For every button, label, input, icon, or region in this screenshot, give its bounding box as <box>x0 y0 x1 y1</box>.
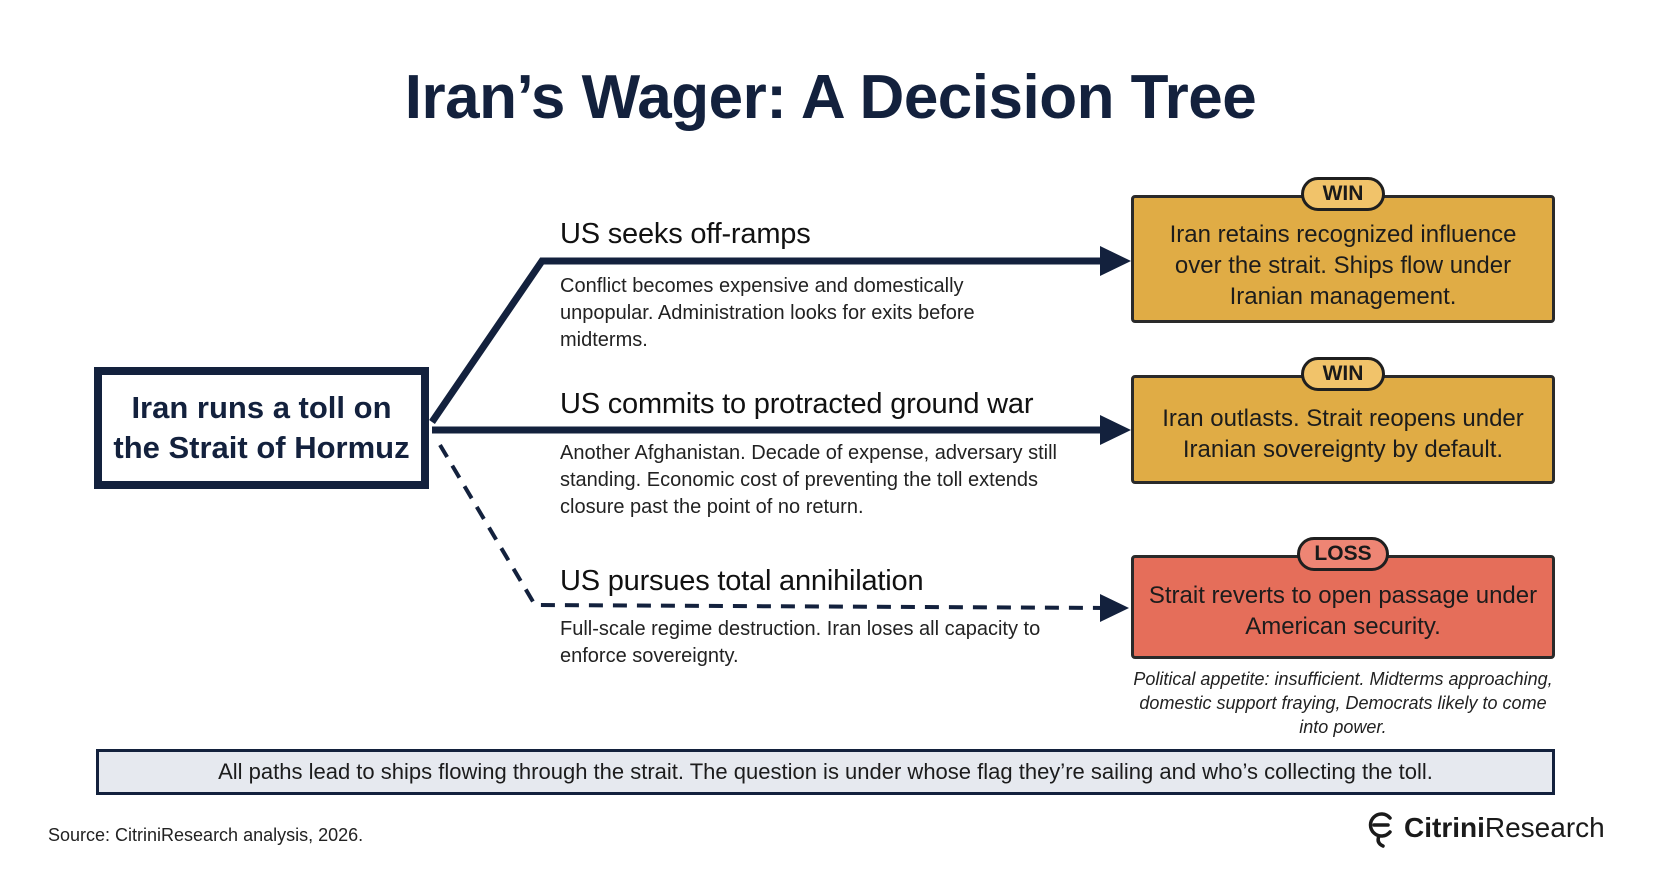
outcome-box-offramps: Iran retains recognized influence over t… <box>1131 195 1555 323</box>
page-title: Iran’s Wager: A Decision Tree <box>404 63 1257 132</box>
citrini-logo-icon <box>1368 812 1392 848</box>
brand-name-bold: Citrini <box>1404 812 1485 843</box>
outcome-box-ground-war: Iran outlasts. Strait reopens under Iran… <box>1131 375 1555 484</box>
root-node: Iran runs a toll on the Strait of Hormuz <box>94 367 429 489</box>
root-line-1: Iran runs a toll on <box>131 390 392 425</box>
outcome-text-ground-war: Iran outlasts. Strait reopens under Iran… <box>1162 404 1524 463</box>
branch-title-offramps: US seeks off-ramps <box>560 218 811 250</box>
branch-desc-ground-war: Another Afghanistan. Decade of expense, … <box>560 442 1057 518</box>
arrowhead-annihilation <box>1100 594 1129 622</box>
brand-logo: CitriniResearch <box>1366 806 1605 850</box>
brand-name-regular: Research <box>1484 812 1605 843</box>
connector-offramps <box>429 257 1105 424</box>
summary-banner: All paths lead to ships flowing through … <box>96 749 1555 795</box>
source-note: Source: CitriniResearch analysis, 2026. <box>48 825 364 845</box>
root-line-2: the Strait of Hormuz <box>113 430 410 465</box>
branch-desc-offramps: Conflict becomes expensive and domestica… <box>560 275 975 351</box>
brand-name: CitriniResearch <box>1404 812 1605 844</box>
arrowhead-offramps <box>1100 246 1131 276</box>
summary-text: All paths lead to ships flowing through … <box>218 759 1433 784</box>
branch-title-ground-war: US commits to protracted ground war <box>560 388 1034 420</box>
outcome-text-offramps: Iran retains recognized influence over t… <box>1169 220 1517 310</box>
win-badge-ground-war: WIN <box>1301 357 1385 391</box>
outcome-text-annihilation: Strait reverts to open passage under Ame… <box>1148 582 1538 640</box>
branch-title-annihilation: US pursues total annihilation <box>560 565 924 597</box>
branch-desc-annihilation: Full-scale regime destruction. Iran lose… <box>560 618 1041 667</box>
win-badge-offramps: WIN <box>1301 177 1385 211</box>
political-appetite-note: Political appetite: insufficient. Midter… <box>1133 669 1553 737</box>
loss-badge-annihilation: LOSS <box>1297 537 1389 571</box>
arrowhead-ground-war <box>1100 415 1131 445</box>
